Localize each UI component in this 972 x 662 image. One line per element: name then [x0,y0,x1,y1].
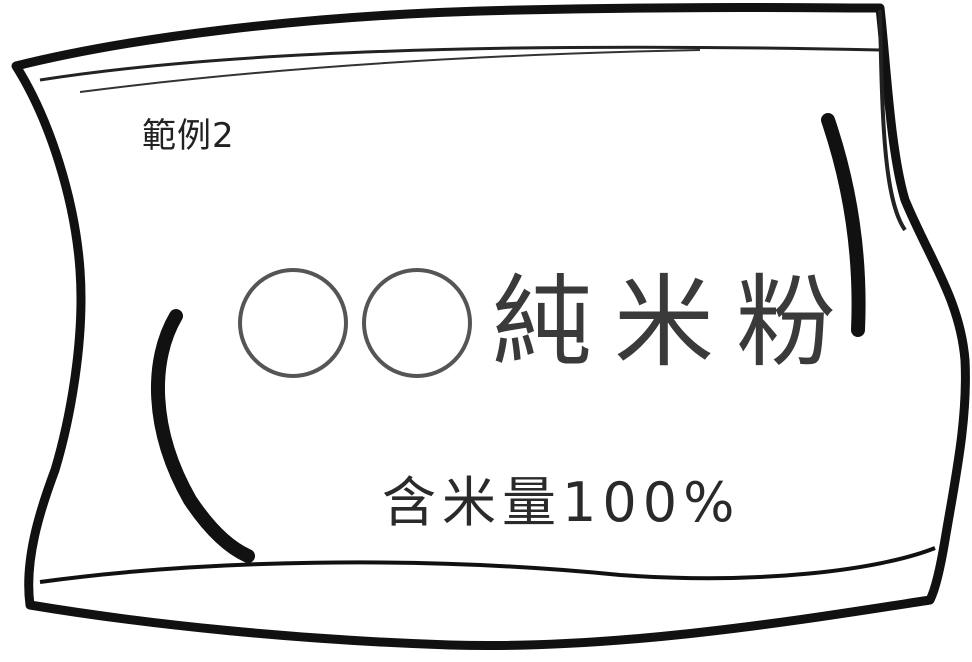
top-seam [39,45,881,82]
left-curl [151,309,255,563]
bottom-seam [39,546,936,584]
bag-outline [11,3,970,651]
brand-placeholder-circle-1 [238,268,348,378]
brand-placeholder-circle-2 [362,268,472,378]
right-curl [821,113,866,337]
top-seam-2 [79,49,701,93]
product-name: 純米粉 [492,264,858,381]
example-label: 範例2 [142,116,235,156]
rice-content-text: 含米量100% [382,471,741,534]
right-fold [878,9,907,232]
product-title-row: 純米粉 [238,268,858,378]
